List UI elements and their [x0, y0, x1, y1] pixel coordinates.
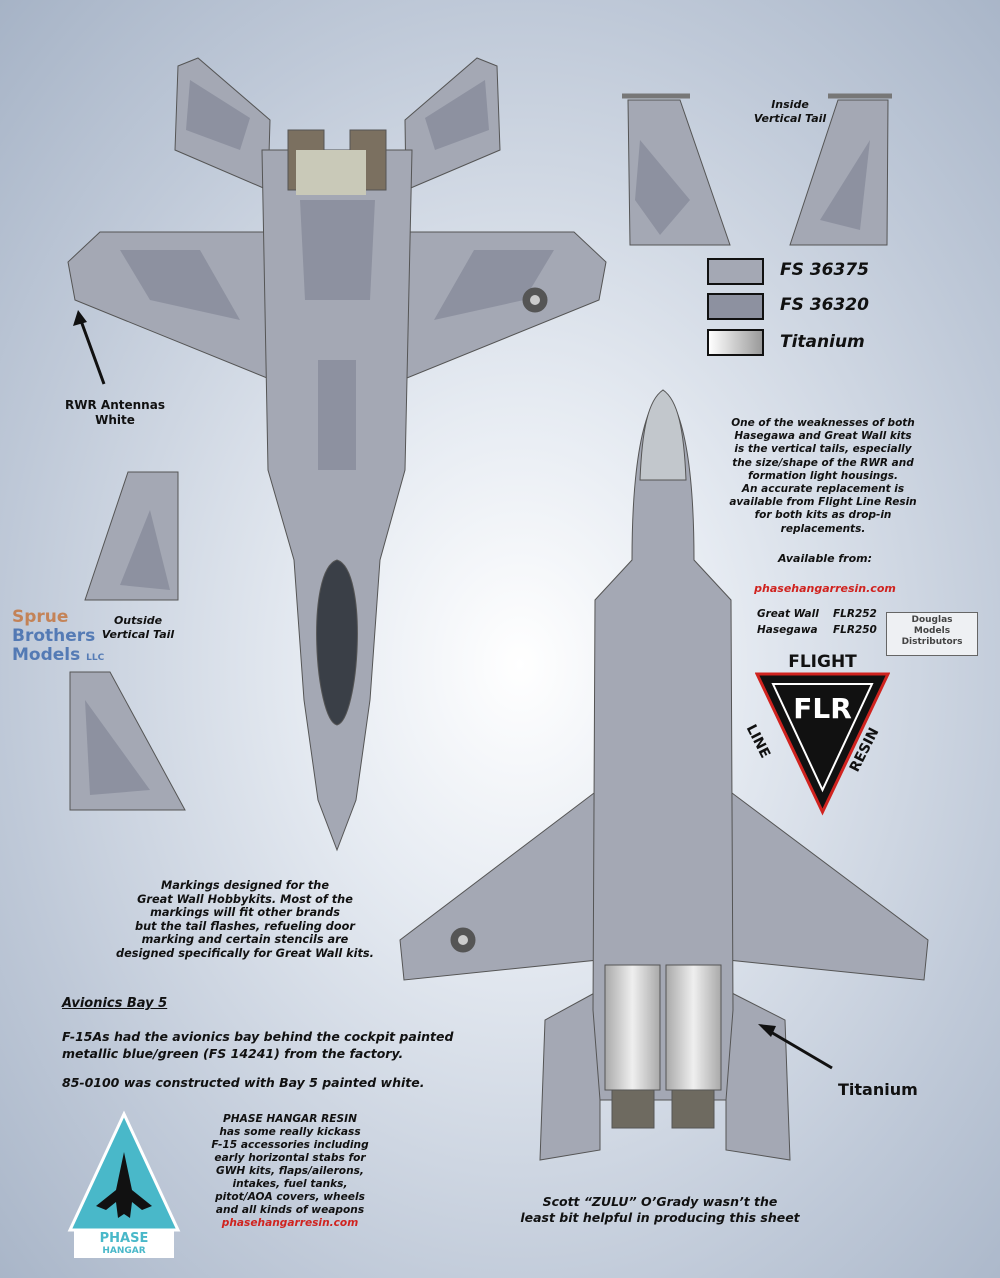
rwr-label-line2: White	[95, 413, 135, 427]
tails-note-line: the size/shape of the RWR and	[732, 456, 914, 469]
avionics-line: F-15As had the avionics bay behind the c…	[62, 1029, 454, 1044]
titanium-callout-label: Titanium	[838, 1080, 918, 1099]
markings-note: Markings designed for the Great Wall Hob…	[45, 879, 445, 961]
douglas-line: Douglas	[911, 615, 953, 625]
product-code-flr252: FLR252	[833, 608, 877, 620]
flight-line-resin-logo: FLIGHT FLR LINE RESIN	[743, 652, 890, 822]
sprue-llc: LLC	[86, 653, 105, 663]
tails-note-line: Hasegawa and Great Wall kits	[734, 430, 912, 443]
phase-note-line: F-15 accessories including	[211, 1139, 369, 1151]
avionics-paragraph-1: F-15As had the avionics bay behind the c…	[62, 1028, 453, 1062]
inside-label-line2: Vertical Tail	[753, 112, 827, 125]
available-from-label: Available from:	[777, 552, 873, 565]
tails-note-line: An accurate replacement is	[741, 483, 905, 496]
f15-bottom-view	[399, 389, 929, 1161]
sprue-line-models: Models LLC	[12, 646, 104, 668]
swatch-fs36375	[707, 258, 764, 285]
product-kit-great-wall: Great Wall	[757, 608, 819, 620]
legend-label-fs36375: FS 36375	[780, 260, 869, 280]
legend-label-fs36320: FS 36320	[780, 295, 869, 315]
flr-logo-top-text: FLIGHT	[788, 652, 857, 672]
phase-hangar-shield-icon	[67, 1110, 181, 1258]
rwr-antennas-label: RWR Antennas White	[40, 398, 190, 428]
tails-note-line: One of the weaknesses of both	[731, 417, 915, 429]
phase-note-line: pitot/AOA covers, wheels	[215, 1191, 365, 1203]
legend-label-titanium: Titanium	[780, 332, 865, 352]
rwr-label-line1: RWR Antennas	[65, 398, 165, 412]
phase-hangar-url-top[interactable]: phasehangarresin.com	[754, 582, 896, 595]
flr-triangle-icon	[755, 672, 890, 816]
phase-note-line: GWH kits, flaps/ailerons,	[216, 1165, 364, 1177]
flr-monogram: FLR	[793, 692, 852, 725]
markings-note-line: Great Wall Hobbykits. Most of the	[137, 892, 353, 906]
product-kit-hasegawa: Hasegawa	[757, 624, 818, 636]
sprue-models: Models	[12, 645, 81, 665]
phase-note-line: and all kinds of weapons	[215, 1204, 365, 1216]
phase-hangar-note: PHASE HANGAR RESIN has some really kicka…	[180, 1113, 400, 1230]
avionics-heading: Avionics Bay 5	[62, 996, 168, 1011]
product-code-flr250: FLR250	[833, 624, 877, 636]
douglas-models-watermark: Douglas Models Distributors	[886, 612, 978, 656]
markings-note-line: but the tail flashes, refueling door	[135, 919, 355, 933]
inside-label-line1: Inside	[771, 98, 809, 111]
vertical-tails-note: One of the weaknesses of both Hasegawa a…	[688, 417, 958, 536]
phase-note-line: PHASE HANGAR RESIN	[223, 1113, 357, 1125]
f15-top-view	[67, 57, 607, 852]
pointer-lines	[73, 310, 833, 1070]
markings-note-line: marking and certain stencils are	[141, 933, 349, 947]
sprue-line: Sprue	[12, 607, 69, 627]
phase-hangar-url-bottom[interactable]: phasehangarresin.com	[221, 1217, 359, 1229]
sprue-brothers-watermark: Sprue Brothers Models LLC	[12, 608, 104, 668]
phase-logo-text-2: HANGAR	[102, 1246, 146, 1256]
douglas-line: Models	[913, 626, 951, 636]
douglas-line: Distributors	[901, 637, 963, 647]
markings-note-line: markings will fit other brands	[150, 906, 340, 920]
markings-note-line: Markings designed for the	[160, 879, 330, 892]
tails-note-line: available from Flight Line Resin	[729, 496, 917, 509]
phase-note-line: early horizontal stabs for	[214, 1152, 366, 1164]
phase-note-line: has some really kickass	[219, 1126, 361, 1138]
credit-line: Scott “ZULU” O’Grady wasn’t the	[542, 1194, 778, 1209]
sprue-line: Brothers	[12, 626, 96, 646]
credit-note: Scott “ZULU” O’Grady wasn’t the least bi…	[470, 1194, 850, 1226]
phase-note-line: intakes, fuel tanks,	[232, 1178, 348, 1190]
tails-note-line: replacements.	[780, 522, 866, 535]
phase-hangar-logo: PHASE HANGAR	[66, 1110, 182, 1260]
avionics-paragraph-2: 85-0100 was constructed with Bay 5 paint…	[62, 1075, 425, 1090]
markings-note-line: designed specifically for Great Wall kit…	[116, 946, 374, 960]
inside-vertical-tail-label: Inside Vertical Tail	[715, 98, 865, 126]
outside-label-line2: Vertical Tail	[101, 628, 175, 641]
tails-note-line: is the vertical tails, especially	[734, 443, 912, 456]
swatch-titanium	[707, 329, 764, 356]
avionics-line: metallic blue/green (FS 14241) from the …	[62, 1046, 404, 1061]
tails-note-line: for both kits as drop-in	[754, 509, 892, 522]
outside-label-line1: Outside	[113, 614, 163, 627]
swatch-fs36320	[707, 293, 764, 320]
outside-vertical-tail-label: Outside Vertical Tail	[58, 614, 218, 642]
credit-line: least bit helpful in producing this shee…	[520, 1210, 800, 1225]
inside-vertical-tails	[622, 93, 892, 246]
phase-logo-text-1: PHASE	[99, 1231, 149, 1246]
tails-note-line: formation light housings.	[747, 469, 899, 482]
outside-vertical-tails	[69, 471, 186, 811]
